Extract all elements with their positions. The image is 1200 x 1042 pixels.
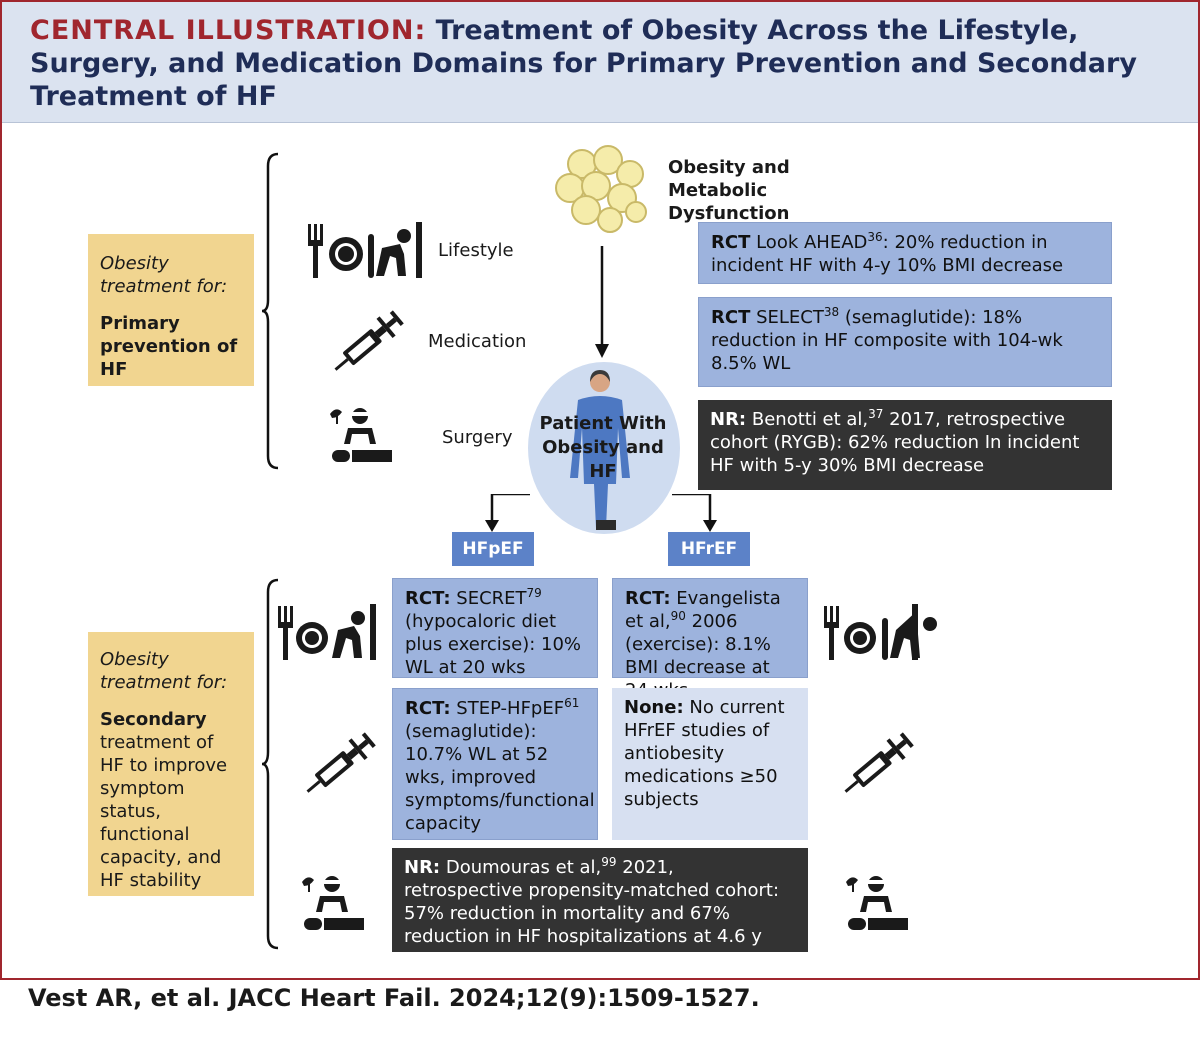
surgery-icon <box>846 876 908 930</box>
hfpef-medication-evidence: RCT: STEP-HFpEF61 (semaglutide): 10.7% W… <box>392 688 598 840</box>
hfref-medication-evidence: None: No current HFrEF studies of antiob… <box>612 688 808 840</box>
page-title: CENTRAL ILLUSTRATION: Treatment of Obesi… <box>30 14 1150 113</box>
secondary-surgery-evidence: NR: Doumouras et al,99 2021, retrospecti… <box>392 848 808 952</box>
hfpef-lifestyle-evidence: RCT: SECRET79 (hypocaloric diet plus exe… <box>392 578 598 678</box>
surgery-icon <box>330 408 392 462</box>
primary-lifestyle-evidence: RCT Look AHEAD36: 20% reduction in incid… <box>698 222 1112 284</box>
surgery-icon <box>302 876 364 930</box>
primary-treatment-for: Obesity treatment for: <box>100 253 228 297</box>
primary-surgery-evidence: NR: Benotti et al,37 2017, retrospective… <box>698 400 1112 490</box>
arrow-down-icon <box>595 246 609 358</box>
patient-figure <box>528 362 680 534</box>
title-banner: CENTRAL ILLUSTRATION: Treatment of Obesi… <box>2 2 1198 123</box>
title-lead: CENTRAL ILLUSTRATION: <box>30 15 427 46</box>
secondary-treatment-for: Obesity treatment for: <box>100 649 228 693</box>
title-text: Treatment of Obesity Across the Lifestyl… <box>30 15 1137 112</box>
hfref-tag: HFrEF <box>668 532 750 566</box>
lifestyle-icon <box>308 222 422 278</box>
primary-medication-label: Medication <box>428 331 527 352</box>
primary-purpose: Primary prevention of HF <box>100 313 238 380</box>
syringe-icon <box>334 310 404 371</box>
syringe-icon <box>844 732 914 793</box>
patient-label: Patient With Obesity and HF <box>539 413 667 482</box>
primary-lifestyle-label: Lifestyle <box>438 240 514 261</box>
primary-bracket-icon <box>262 152 279 470</box>
hfpef-tag: HFpEF <box>452 532 534 566</box>
syringe-icon <box>306 732 376 793</box>
fat-cells-icon <box>555 145 647 233</box>
lifestyle-icon <box>278 604 376 660</box>
lifestyle-icon <box>824 604 937 660</box>
obesity-metabolic-label: Obesity and Metabolic Dysfunction <box>668 157 790 224</box>
secondary-bracket-icon <box>262 578 279 950</box>
secondary-purpose: Secondary treatment of HF to improve sym… <box>100 709 228 891</box>
primary-surgery-label: Surgery <box>442 427 513 448</box>
illustration-frame <box>0 0 1200 980</box>
secondary-purpose-box: Obesity treatment for: Secondary treatme… <box>88 632 254 896</box>
hfref-lifestyle-evidence: RCT: Evangelista et al,90 2006 (exercise… <box>612 578 808 701</box>
primary-medication-evidence: RCT SELECT38 (semaglutide): 18% reductio… <box>698 297 1112 387</box>
branch-arrows-icon <box>485 494 717 532</box>
primary-purpose-box: Obesity treatment for: Primary preventio… <box>88 234 254 386</box>
citation: Vest AR, et al. JACC Heart Fail. 2024;12… <box>28 984 760 1012</box>
